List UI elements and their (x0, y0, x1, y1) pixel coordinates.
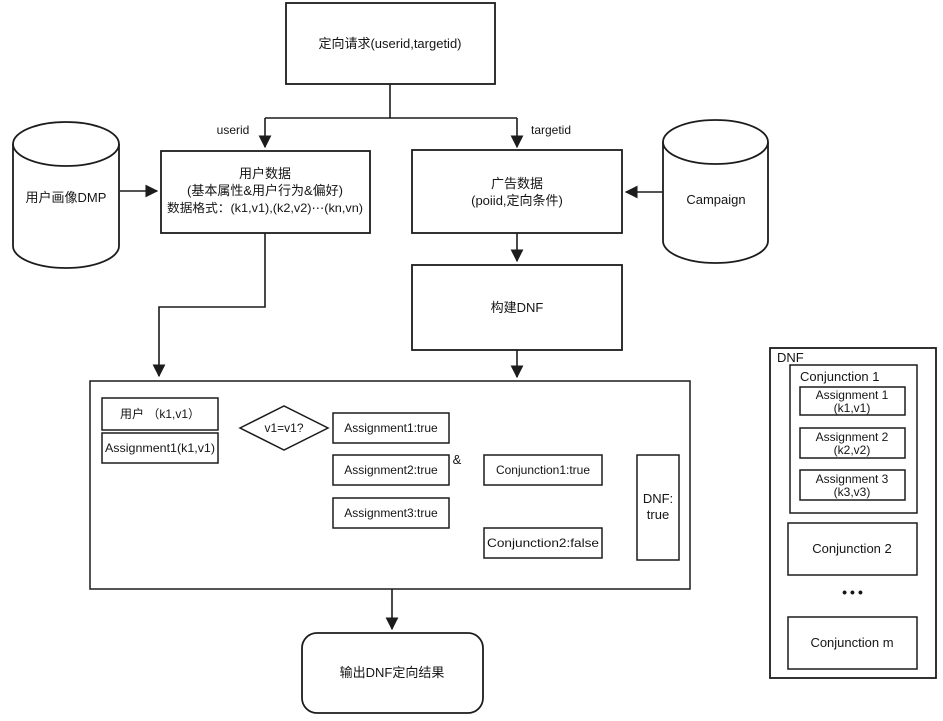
panel-assignment2-line2: (k2,v2) (834, 443, 871, 457)
panel-ellipsis: ••• (842, 584, 866, 600)
panel-conjunction2-label: Conjunction 2 (812, 541, 892, 556)
campaign-cylinder-top (662, 119, 769, 165)
assignment1-result-label: Assignment1:true (344, 421, 438, 435)
targeting-request-label: 定向请求(userid,targetid) (318, 36, 461, 51)
and-operator-label: & (453, 452, 462, 467)
panel-assignment1-line1: Assignment 1 (816, 388, 889, 402)
conjunction1-result-label: Conjunction1:true (496, 463, 590, 477)
dmp-cylinder-body (12, 144, 120, 269)
campaign-cylinder-body (662, 142, 769, 264)
assignment3-result-label: Assignment3:true (344, 506, 438, 520)
panel-assignment2-line1: Assignment 2 (816, 430, 889, 444)
ad-data-line2: (poiid,定向条件) (471, 193, 563, 208)
output-box (301, 632, 484, 714)
build-dnf-box (411, 264, 623, 351)
dnf-result-line1: DNF: (643, 491, 673, 506)
campaign-label: Campaign (686, 192, 745, 207)
user-data-box (160, 150, 371, 234)
ad-data-line1: 广告数据 (491, 176, 543, 191)
arrow-userdata-to-eval (152, 233, 266, 378)
dnf-panel-title: DNF (777, 350, 804, 365)
targetid-edge-label: targetid (531, 123, 571, 137)
assignment1-kv-box (101, 432, 219, 464)
panel-assignment3-line2: (k3,v3) (834, 485, 871, 499)
panel-conjunction1-title: Conjunction 1 (800, 369, 880, 384)
conjunction2-result-label: Conjunction2:false (487, 536, 599, 550)
user-kv-box (101, 397, 219, 431)
assignment2-result-box (332, 454, 450, 486)
panel-assignment1-line2: (k1,v1) (834, 401, 871, 415)
dmp-cylinder-top (12, 121, 120, 167)
request-split-line (265, 84, 517, 119)
build-dnf-label: 构建DNF (491, 300, 544, 315)
assignment1-result-box (332, 412, 450, 444)
panel-conjunction-m-box (787, 616, 918, 670)
dmp-label: 用户画像DMP (26, 190, 107, 205)
panel-assignment2-box (799, 427, 906, 459)
panel-assignment3-line1: Assignment 3 (816, 472, 889, 486)
panel-conjunction-m-label: Conjunction m (810, 635, 893, 650)
panel-assignment1-box (799, 386, 906, 416)
assignment2-result-label: Assignment2:true (344, 463, 438, 477)
userid-edge-label: userid (217, 123, 250, 137)
user-data-line1: 用户数据 (239, 166, 291, 181)
panel-conjunction2-box (787, 522, 918, 576)
conjunction1-result-box (483, 454, 603, 486)
dmp-database-cylinder: 用户画像DMP (12, 121, 120, 269)
dnf-result-line2: true (647, 507, 669, 522)
user-data-line3: 数据格式：(k1,v1),(k2,v2)⋯(kn,vn) (167, 200, 363, 215)
assignment3-result-box (332, 497, 450, 529)
user-data-line2: (基本属性&用户行为&偏好) (187, 183, 343, 198)
campaign-database-cylinder: Campaign (662, 119, 769, 264)
dnf-structure-panel: DNF Conjunction 1 Assignment 1 (k1,v1) A… (769, 347, 937, 679)
panel-assignment3-box (799, 469, 906, 501)
condition-label: v1=v1? (264, 421, 303, 435)
conjunction2-result-box (483, 527, 603, 559)
ad-data-box (411, 149, 623, 234)
output-label: 输出DNF定向结果 (340, 665, 445, 680)
user-kv-label: 用户 （k1,v1） (120, 406, 200, 421)
condition-diamond (238, 405, 330, 451)
assignment1-kv-label: Assignment1(k1,v1) (105, 441, 215, 455)
targeting-request-box (285, 2, 496, 85)
dnf-result-box (636, 454, 680, 561)
